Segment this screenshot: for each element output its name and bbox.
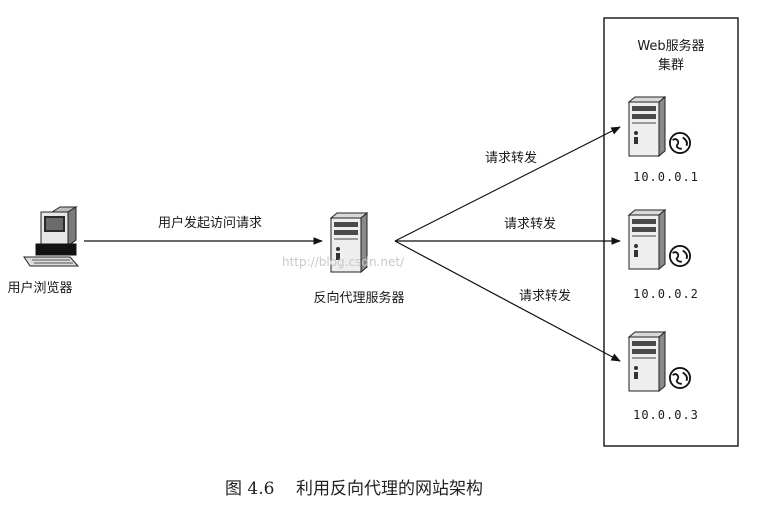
cluster-title-line2: 集群 (658, 57, 684, 73)
globe-icon (669, 132, 691, 154)
server-ip-3: 10.0.0.3 (633, 408, 699, 422)
server-ip-2: 10.0.0.2 (633, 287, 699, 301)
server-cluster-box (603, 17, 739, 447)
server-ip-1: 10.0.0.1 (633, 170, 699, 184)
web-server-1 (628, 96, 691, 157)
web-server-icon (628, 331, 666, 392)
figure-number: 图 4.6 (225, 479, 274, 499)
web-server-icon (628, 96, 666, 157)
globe-icon (669, 367, 691, 389)
client-label: 用户浏览器 (7, 280, 72, 296)
forward-arrow-1 (394, 126, 621, 242)
forward-arrow-3 (394, 240, 621, 362)
cluster-title-line1: Web服务器 (637, 38, 704, 54)
proxy-label: 反向代理服务器 (313, 290, 404, 306)
forward-label-3: 请求转发 (519, 288, 571, 304)
forward-label-2: 请求转发 (504, 216, 556, 232)
web-server-2 (628, 209, 691, 270)
figure-caption: 利用反向代理的网站架构 (296, 479, 483, 499)
web-server-3 (628, 331, 691, 392)
watermark: http://blog.csdn.net/ (282, 255, 405, 269)
forward-label-1: 请求转发 (485, 150, 537, 166)
request-label: 用户发起访问请求 (158, 215, 262, 231)
web-server-icon (628, 209, 666, 270)
computer-icon (23, 206, 80, 267)
globe-icon (669, 245, 691, 267)
